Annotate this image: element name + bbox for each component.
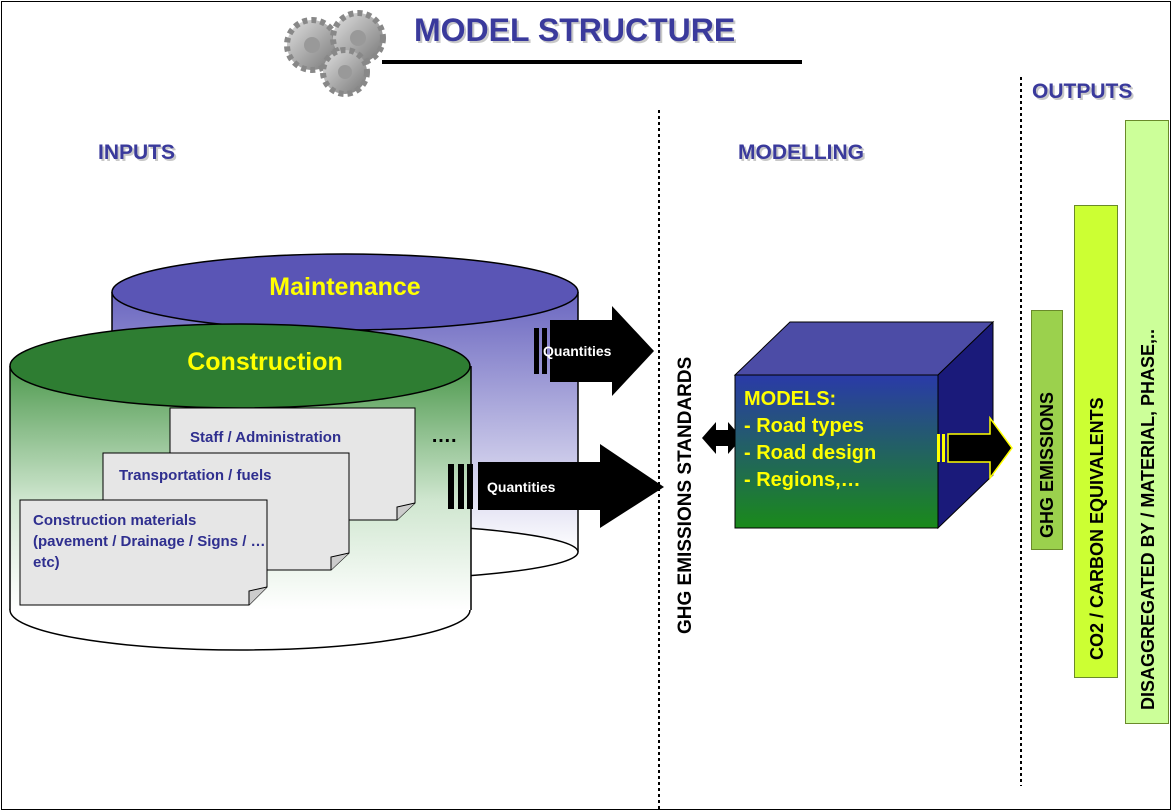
emissions-standards-label: GHG EMISSIONS STANDARDS [675, 356, 696, 634]
document-staff-label: Staff / Administration [190, 429, 342, 446]
models-item: - Road types [744, 415, 865, 437]
more-ellipsis: …. [431, 425, 457, 447]
models-item: - Road design [744, 442, 877, 464]
quantities-arrow-bottom [448, 444, 664, 528]
models-heading: MODELS: [744, 388, 837, 410]
gears-icon [284, 10, 386, 97]
inputs-heading: INPUTS [98, 141, 176, 164]
quantities-arrow-top [534, 306, 654, 396]
output-co2-label: CO2 / CARBON EQUIVALENTS [1087, 397, 1107, 660]
modelling-heading: MODELLING [738, 141, 864, 164]
models-text: MODELS: - Road types - Road design - Reg… [744, 386, 876, 494]
double-arrow [702, 422, 742, 454]
output-bar-ghg [1031, 310, 1063, 550]
quantities-label-bottom: Quantities [487, 479, 556, 495]
output-arrow [937, 415, 1013, 481]
output-ghg-label: GHG EMISSIONS [1037, 391, 1057, 538]
outputs-heading: OUTPUTS [1032, 80, 1133, 103]
document-transportation-label: Transportation / fuels [119, 467, 272, 484]
page-title: MODEL STRUCTURE [414, 12, 736, 48]
document-materials-label: Construction materials (pavement / Drain… [33, 512, 266, 571]
model-box [733, 320, 995, 530]
models-item: - Regions,… [744, 469, 861, 491]
output-bar-disaggregated [1125, 120, 1169, 724]
document-materials [19, 499, 268, 606]
output-disaggregated-label: DISAGGREGATED BY / MATERIAL, PHASE,.. [1138, 328, 1158, 710]
title-underline [382, 60, 802, 64]
construction-label: Construction [187, 348, 343, 376]
maintenance-label: Maintenance [269, 273, 421, 301]
quantities-label-top: Quantities [543, 343, 612, 359]
output-bar-co2 [1074, 205, 1118, 678]
